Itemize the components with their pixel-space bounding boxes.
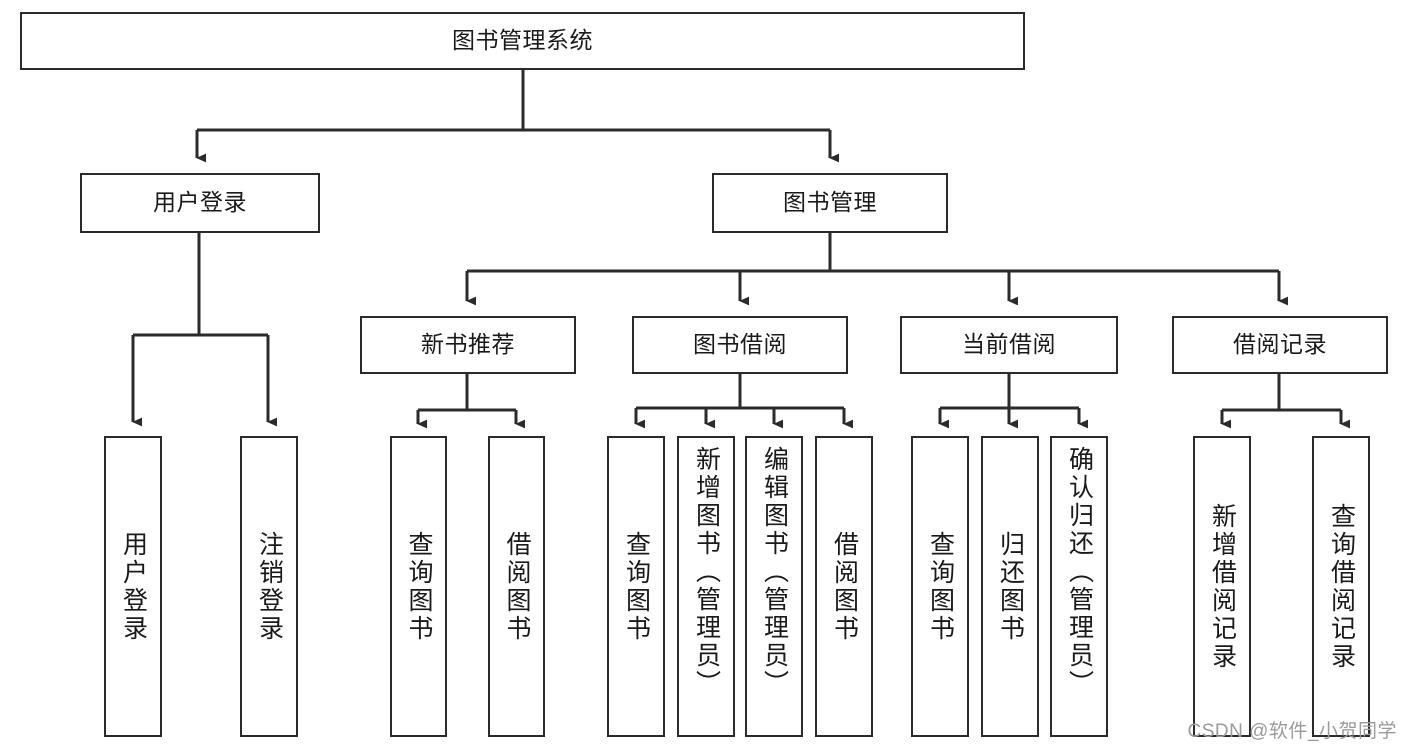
node-root-label: 图书管理系统 xyxy=(452,27,593,54)
node-user-login-label: 用户登录 xyxy=(153,189,247,216)
leaf-borrow-record-query-record[interactable]: 查询借阅记录 xyxy=(1312,436,1370,737)
node-current-borrow[interactable]: 当前借阅 xyxy=(900,316,1118,374)
leaf-current-borrow-confirm-return-admin[interactable]: 确认归还（管理员） xyxy=(1050,436,1108,737)
leaf-user-login-logout[interactable]: 注销登录 xyxy=(240,436,298,737)
node-new-book-recommend[interactable]: 新书推荐 xyxy=(360,316,576,374)
node-book-borrow-label: 图书借阅 xyxy=(693,331,787,358)
leaf-current-borrow-query-book[interactable]: 查询图书 xyxy=(911,436,969,737)
leaf-borrow-record-add-record[interactable]: 新增借阅记录 xyxy=(1193,436,1251,737)
leaf-book-borrow-edit-book-admin-label: 编辑图书（管理员） xyxy=(760,446,789,698)
node-book-management-label: 图书管理 xyxy=(783,189,877,216)
leaf-current-borrow-confirm-return-admin-label: 确认归还（管理员） xyxy=(1065,446,1094,698)
leaf-new-book-borrow-book-label: 借阅图书 xyxy=(503,530,531,643)
leaf-book-borrow-add-book-admin[interactable]: 新增图书（管理员） xyxy=(677,436,735,737)
leaf-new-book-query-book[interactable]: 查询图书 xyxy=(390,436,447,737)
leaf-book-borrow-edit-book-admin[interactable]: 编辑图书（管理员） xyxy=(745,436,803,737)
node-new-book-recommend-label: 新书推荐 xyxy=(421,331,515,358)
leaf-user-login-login-label: 用户登录 xyxy=(119,530,148,643)
node-book-borrow[interactable]: 图书借阅 xyxy=(632,316,848,374)
node-user-login[interactable]: 用户登录 xyxy=(80,173,320,233)
leaf-current-borrow-query-book-label: 查询图书 xyxy=(926,530,955,643)
leaf-user-login-login[interactable]: 用户登录 xyxy=(104,436,162,737)
node-root-book-management-system[interactable]: 图书管理系统 xyxy=(20,12,1025,70)
leaf-user-login-logout-label: 注销登录 xyxy=(255,530,284,643)
node-borrow-record[interactable]: 借阅记录 xyxy=(1172,316,1388,374)
leaf-book-borrow-query-book-label: 查询图书 xyxy=(622,530,651,643)
node-current-borrow-label: 当前借阅 xyxy=(962,331,1056,358)
leaf-book-borrow-add-book-admin-label: 新增图书（管理员） xyxy=(692,446,721,698)
leaf-new-book-query-book-label: 查询图书 xyxy=(405,530,433,643)
leaf-new-book-borrow-book[interactable]: 借阅图书 xyxy=(488,436,545,737)
leaf-book-borrow-borrow-book-label: 借阅图书 xyxy=(830,530,859,643)
leaf-book-borrow-query-book[interactable]: 查询图书 xyxy=(607,436,665,737)
leaf-borrow-record-add-record-label: 新增借阅记录 xyxy=(1208,502,1237,671)
leaf-borrow-record-query-record-label: 查询借阅记录 xyxy=(1327,502,1356,671)
csdn-watermark: CSDN @软件_小贺同学 xyxy=(1187,721,1397,742)
leaf-current-borrow-return-book-label: 归还图书 xyxy=(996,530,1025,643)
node-book-management[interactable]: 图书管理 xyxy=(712,173,948,233)
leaf-current-borrow-return-book[interactable]: 归还图书 xyxy=(981,436,1039,737)
node-borrow-record-label: 借阅记录 xyxy=(1233,331,1327,358)
leaf-book-borrow-borrow-book[interactable]: 借阅图书 xyxy=(815,436,873,737)
